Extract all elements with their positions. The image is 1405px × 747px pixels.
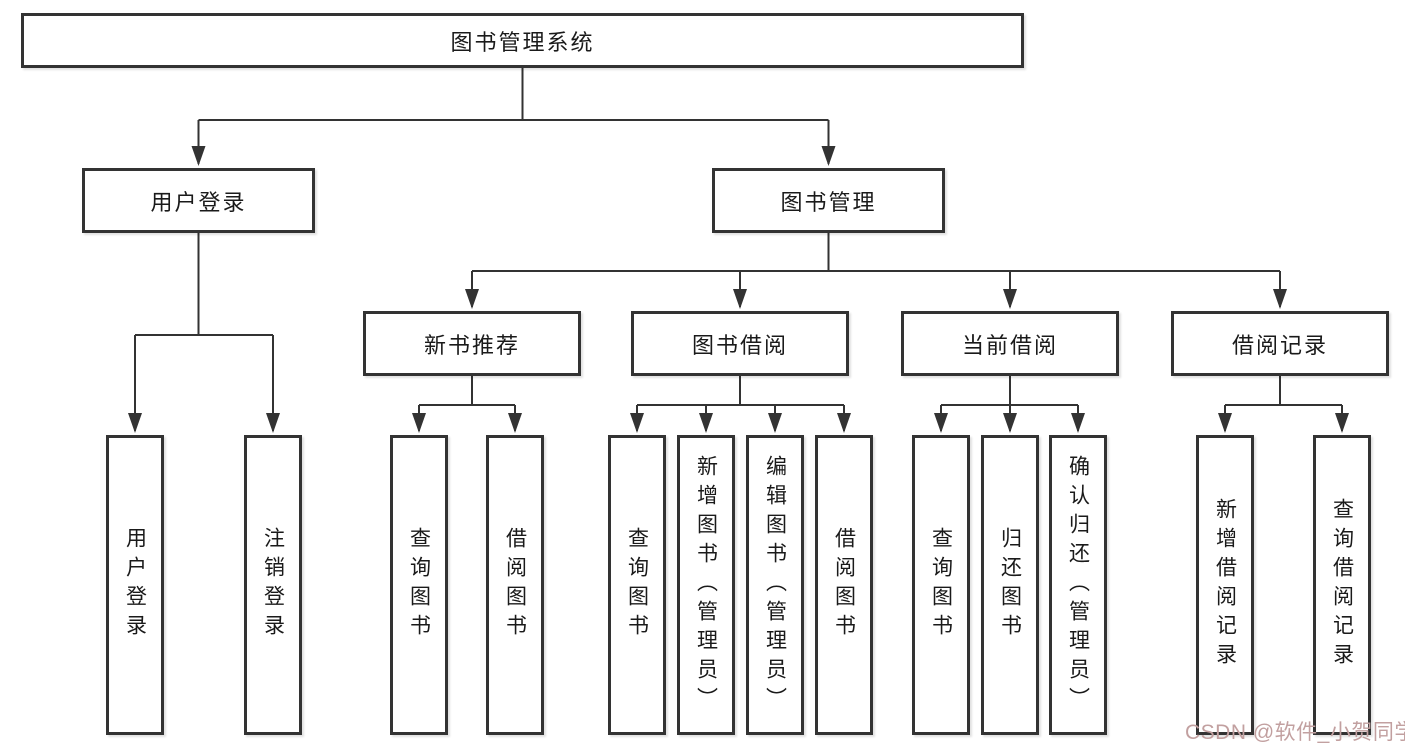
leaf-query-books-current: 查询图书 bbox=[912, 435, 970, 735]
node-book-borrowing: 图书借阅 bbox=[631, 311, 849, 376]
leaf-add-books-admin: 新增图书（管理员） bbox=[677, 435, 735, 735]
node-label: 查询图书 bbox=[407, 527, 431, 643]
node-user-login: 用户登录 bbox=[82, 168, 315, 233]
node-label: 用户登录 bbox=[123, 527, 147, 643]
leaf-borrow-books-recommend: 借阅图书 bbox=[486, 435, 544, 735]
leaf-user-login: 用户登录 bbox=[106, 435, 164, 735]
node-label: 新增图书（管理员） bbox=[694, 454, 718, 716]
node-current-borrowing: 当前借阅 bbox=[901, 311, 1119, 376]
leaf-query-borrow-record: 查询借阅记录 bbox=[1313, 435, 1371, 735]
node-borrowing-records: 借阅记录 bbox=[1171, 311, 1389, 376]
leaf-return-books: 归还图书 bbox=[981, 435, 1039, 735]
leaf-query-books-borrow: 查询图书 bbox=[608, 435, 666, 735]
node-book-management: 图书管理 bbox=[712, 168, 945, 233]
node-label: 图书借阅 bbox=[691, 332, 788, 358]
node-label: 借阅图书 bbox=[503, 527, 527, 643]
node-label: 新书推荐 bbox=[423, 332, 520, 358]
leaf-logout: 注销登录 bbox=[244, 435, 302, 735]
node-new-book-recommendation: 新书推荐 bbox=[363, 311, 581, 376]
leaf-borrow-books: 借阅图书 bbox=[815, 435, 873, 735]
node-label: 归还图书 bbox=[998, 527, 1022, 643]
node-label: 图书管理系统 bbox=[450, 29, 595, 55]
node-label: 图书管理 bbox=[780, 189, 877, 215]
csdn-watermark: CSDN @软件_小贺同学 bbox=[1185, 721, 1405, 744]
leaf-edit-books-admin: 编辑图书（管理员） bbox=[746, 435, 804, 735]
node-label: 编辑图书（管理员） bbox=[763, 454, 787, 716]
leaf-query-books-recommend: 查询图书 bbox=[390, 435, 448, 735]
node-library-management-system: 图书管理系统 bbox=[21, 13, 1024, 68]
node-label: 借阅图书 bbox=[832, 527, 856, 643]
leaf-confirm-return-admin: 确认归还（管理员） bbox=[1049, 435, 1107, 735]
node-label: 新增借阅记录 bbox=[1213, 498, 1237, 672]
node-label: 确认归还（管理员） bbox=[1066, 454, 1090, 716]
node-label: 查询图书 bbox=[625, 527, 649, 643]
node-label: 当前借阅 bbox=[961, 332, 1058, 358]
node-label: 查询借阅记录 bbox=[1330, 498, 1354, 672]
node-label: 查询图书 bbox=[929, 527, 953, 643]
leaf-add-borrow-record: 新增借阅记录 bbox=[1196, 435, 1254, 735]
node-label: 用户登录 bbox=[150, 189, 247, 215]
node-label: 注销登录 bbox=[261, 527, 285, 643]
node-label: 借阅记录 bbox=[1231, 332, 1328, 358]
